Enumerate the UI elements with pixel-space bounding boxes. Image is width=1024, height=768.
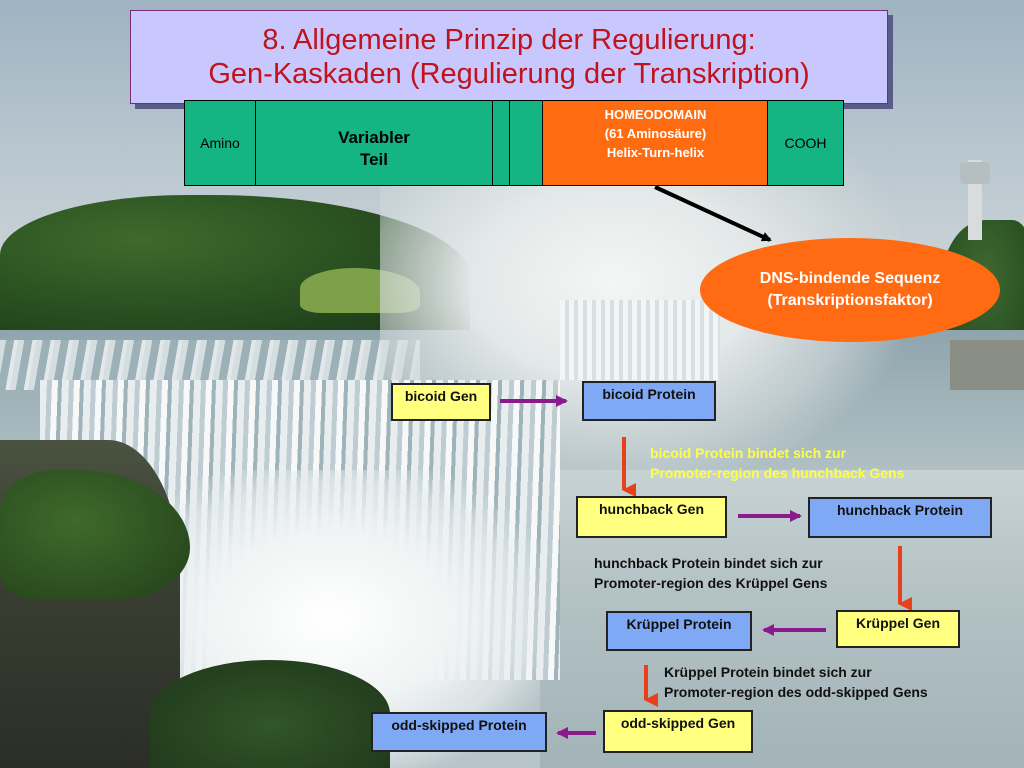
bicoid-protein-box: bicoid Protein — [582, 381, 716, 421]
note-bicoid-line-1: bicoid Protein bindet sich zur — [650, 445, 847, 461]
observation-tower-top — [960, 162, 990, 184]
domain-variabler-label-1: Variabler — [338, 128, 410, 147]
domain-amino-label: Amino — [200, 135, 240, 151]
note-bicoid-binding: bicoid Protein bindet sich zur Promoter-… — [650, 443, 904, 483]
odd-skipped-gene-label: odd-skipped Gen — [620, 715, 736, 731]
arrow-homeodomain-to-dna — [654, 185, 772, 242]
title-line-1: 8. Allgemeine Prinzip der Regulierung: — [262, 24, 756, 56]
odd-skipped-protein-box: odd-skipped Protein — [371, 712, 547, 752]
bicoid-protein-label: bicoid Protein — [602, 386, 696, 402]
dna-binding-label-2: (Transkriptionsfaktor) — [767, 292, 933, 309]
hunchback-gene-box: hunchback Gen — [576, 496, 727, 538]
note-hunchback-line-1: hunchback Protein bindet sich zur — [594, 555, 823, 571]
note-krueppel-line-1: Krüppel Protein bindet sich zur — [664, 664, 872, 680]
krueppel-protein-box: Krüppel Protein — [606, 611, 752, 651]
shore-right — [950, 340, 1024, 390]
note-hunchback-line-2: Promoter-region des Krüppel Gens — [594, 575, 828, 591]
homeodomain-label-3: Helix-Turn-helix — [606, 145, 705, 160]
hunchback-protein-label: hunchback Protein — [836, 502, 964, 518]
krueppel-gene-box: Krüppel Gen — [836, 610, 960, 648]
odd-skipped-protein-label: odd-skipped Protein — [391, 717, 527, 733]
homeodomain-label-1: HOMEODOMAIN — [604, 107, 707, 122]
dna-binding-oval: DNS-bindende Sequenz (Transkriptionsfakt… — [700, 238, 1000, 342]
note-krueppel-binding: Krüppel Protein bindet sich zur Promoter… — [664, 662, 928, 702]
bottom-trees — [150, 660, 390, 768]
slide-title: 8. Allgemeine Prinzip der Regulierung: G… — [130, 10, 888, 104]
krueppel-protein-label: Krüppel Protein — [626, 616, 732, 632]
bicoid-gene-box: bicoid Gen — [391, 383, 491, 421]
hunchback-gene-label: hunchback Gen — [598, 501, 705, 517]
homeodomain-label-2: (61 Aminosäure) — [604, 126, 707, 141]
domain-cooh-label: COOH — [784, 135, 827, 151]
hunchback-protein-box: hunchback Protein — [808, 497, 992, 538]
domain-variabler-label-2: Teil — [359, 150, 388, 169]
note-krueppel-line-2: Promoter-region des odd-skipped Gens — [664, 684, 928, 700]
note-hunchback-binding: hunchback Protein bindet sich zur Promot… — [594, 553, 827, 593]
bicoid-gene-label: bicoid Gen — [404, 388, 478, 404]
domain-cooh: COOH — [767, 100, 844, 186]
krueppel-gene-label: Krüppel Gen — [855, 615, 940, 631]
domain-homeodomain: HOMEODOMAIN (61 Aminosäure) Helix-Turn-h… — [542, 100, 769, 186]
odd-skipped-gene-box: odd-skipped Gen — [603, 710, 753, 753]
note-bicoid-line-2: Promoter-region des hunchback Gens — [650, 465, 905, 481]
horseshoe-falls — [560, 300, 720, 380]
domain-amino: Amino — [184, 100, 256, 186]
domain-spacer-2 — [509, 100, 543, 186]
title-line-2: Gen-Kaskaden (Regulierung der Transkript… — [208, 58, 810, 90]
dna-binding-label-1: DNS-bindende Sequenz — [759, 270, 941, 287]
